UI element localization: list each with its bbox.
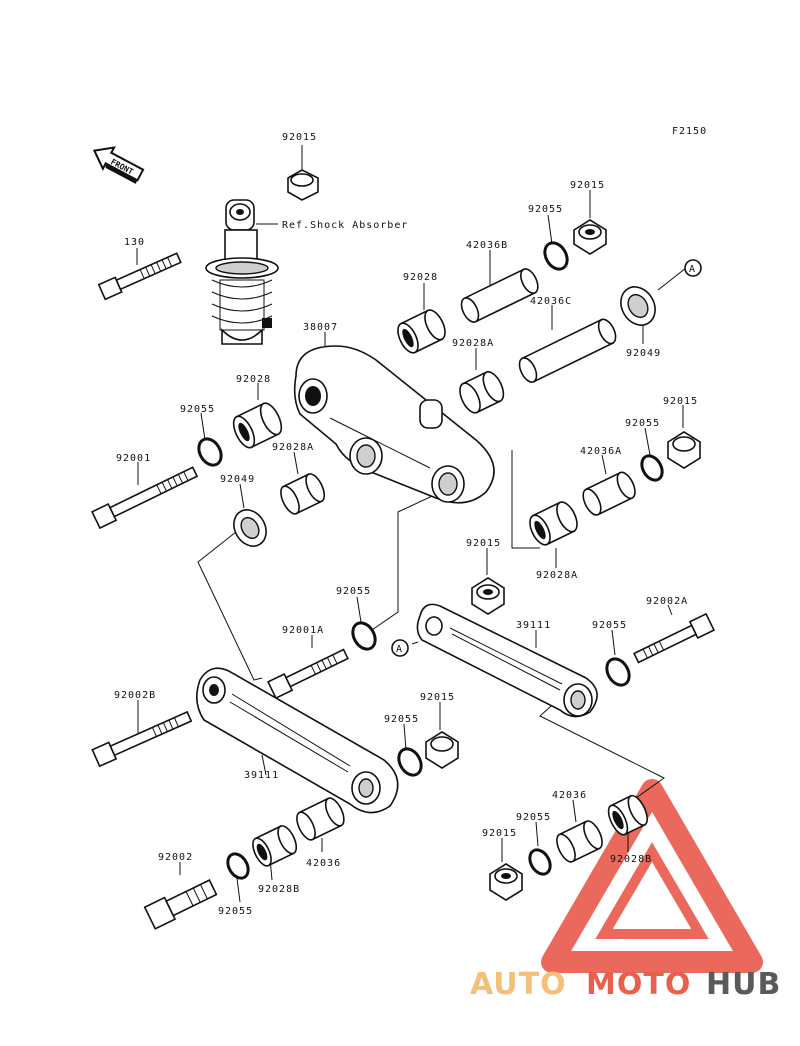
label-92055-m: 92055 [336, 586, 371, 597]
nut-92015-top [287, 169, 319, 201]
bushing-92028-left [232, 402, 283, 449]
label-39111-l: 39111 [244, 770, 279, 781]
bushing-92028b-left [252, 825, 298, 867]
ref-shock-label: Ref.Shock Absorber [282, 220, 408, 231]
sleeve-42036-bottom [556, 820, 603, 863]
label-42036c: 42036C [530, 296, 572, 307]
label-92028-a: 92028 [403, 272, 438, 283]
collar-92049-r [620, 286, 656, 326]
sleeve-42036a [582, 471, 636, 516]
label-92028a-2: 92028A [272, 442, 314, 453]
oring-92055-r3 [605, 657, 631, 687]
figure-code: F2150 [672, 126, 707, 137]
label-92002a: 92002A [646, 596, 688, 607]
tie-rod-39111-right [416, 603, 598, 718]
part-drawings: Ref.Shock Absorber [90, 169, 716, 930]
label-92015-m: 92015 [466, 538, 501, 549]
label-42036a: 42036A [580, 446, 622, 457]
label-92055-b: 92055 [516, 812, 551, 823]
label-92055-bl: 92055 [218, 906, 253, 917]
shock-absorber-icon [205, 199, 279, 345]
part-labels: 92015 130 92015 92055 42036B 92028 42036… [114, 132, 698, 917]
bushing-92028a-left [280, 473, 326, 515]
watermark-hub: HUB [706, 967, 781, 1002]
front-arrow-icon: FRONT [92, 146, 145, 184]
label-92055-r3: 92055 [592, 620, 627, 631]
oring-92055-b [528, 848, 552, 876]
label-92002b: 92002B [114, 690, 156, 701]
label-92015-r1: 92015 [570, 180, 605, 191]
label-92015-b: 92015 [482, 828, 517, 839]
label-92028a-3: 92028A [536, 570, 578, 581]
label-38007: 38007 [303, 322, 338, 333]
bushing-92028-upper [397, 309, 446, 354]
label-39111-r: 39111 [516, 620, 551, 631]
callout-a-top-label: A [689, 264, 696, 275]
label-42036-l: 42036 [306, 858, 341, 869]
label-92049: 92049 [626, 348, 661, 359]
oring-92055-r2 [640, 454, 664, 482]
leader-lines [136, 145, 687, 903]
bushing-92028b-right [607, 794, 648, 836]
watermark-text: AUTO MOTO HUB [470, 967, 781, 1002]
bolt-92001 [90, 466, 199, 530]
bolt-130 [97, 252, 182, 301]
oring-92055-l1 [197, 437, 223, 467]
label-92055-r1: 92055 [528, 204, 563, 215]
callout-a-mid [391, 639, 409, 657]
oring-92055-m2 [397, 747, 423, 777]
nut-92015-m2 [425, 731, 459, 769]
label-42036-b: 42036 [552, 790, 587, 801]
sleeve-42036-left [296, 797, 345, 841]
oring-92055-r1 [543, 241, 569, 271]
collar-92049-l [233, 509, 267, 547]
sleeve-42036c [518, 318, 617, 383]
label-92055-r2: 92055 [625, 418, 660, 429]
watermark-moto: MOTO [586, 967, 691, 1002]
nut-92015-m [471, 577, 505, 615]
label-92001: 92001 [116, 453, 151, 464]
label-92028b-r: 92028B [610, 854, 652, 865]
link-38007 [293, 345, 495, 504]
label-92001a: 92001A [282, 625, 324, 636]
sleeve-42036b [460, 268, 539, 323]
bolt-92002a [633, 612, 716, 664]
label-92015-r2: 92015 [663, 396, 698, 407]
watermark-auto: AUTO [470, 967, 567, 1002]
bushing-92028a-right [529, 501, 578, 546]
label-92015-m2: 92015 [420, 692, 455, 703]
label-92002: 92002 [158, 852, 193, 863]
oring-92055-m [351, 621, 377, 651]
label-42036b: 42036B [466, 240, 508, 251]
callout-a-top [684, 259, 702, 277]
label-92055-m2: 92055 [384, 714, 419, 725]
label-92015-top: 92015 [282, 132, 317, 143]
label-92028-b: 92028 [236, 374, 271, 385]
nut-92015-r1 [573, 219, 607, 255]
nut-92015-r2 [667, 431, 701, 469]
tie-rod-39111-left [196, 667, 399, 814]
label-92028b-l: 92028B [258, 884, 300, 895]
bolt-92002b [91, 710, 193, 768]
oring-92055-bl [226, 852, 250, 880]
label-92049-l: 92049 [220, 474, 255, 485]
watermark-logo [541, 779, 763, 973]
label-92055-l1: 92055 [180, 404, 215, 415]
label-92028a-1: 92028A [452, 338, 494, 349]
bolt-92002 [143, 879, 218, 930]
label-130: 130 [124, 237, 145, 248]
bushing-92028a-upper [459, 371, 505, 414]
bolt-92001a [266, 648, 349, 700]
nut-92015-b [489, 863, 523, 901]
callout-a-mid-label: A [396, 644, 403, 655]
